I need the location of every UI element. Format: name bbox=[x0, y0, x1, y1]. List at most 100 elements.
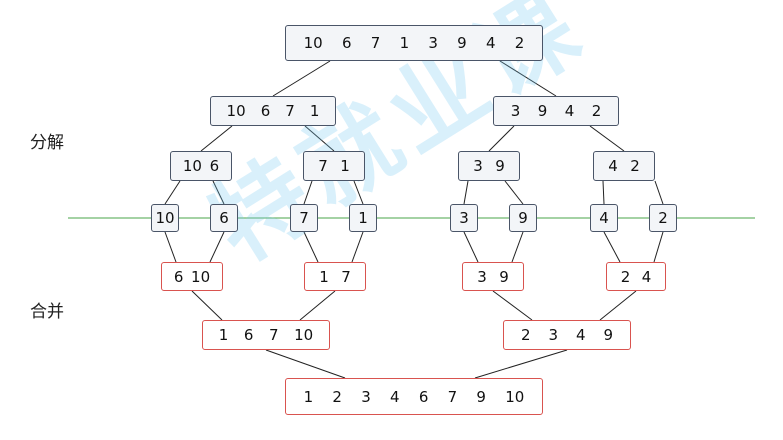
s3-array-box: 1 bbox=[349, 204, 377, 232]
array-value: 1 bbox=[319, 267, 329, 286]
array-value: 10 bbox=[191, 267, 211, 286]
array-value: 4 bbox=[390, 387, 400, 406]
split-connector bbox=[212, 180, 225, 205]
array-value: 7 bbox=[299, 209, 309, 227]
array-value: 3 bbox=[459, 209, 469, 227]
array-value: 6 bbox=[219, 209, 229, 227]
split-connector bbox=[303, 180, 313, 205]
split-phase-label: 分解 bbox=[30, 133, 64, 153]
array-value: 9 bbox=[495, 157, 505, 175]
array-value: 3 bbox=[548, 326, 559, 344]
array-value: 7 bbox=[285, 102, 295, 120]
split-connector bbox=[353, 180, 364, 205]
merge-connector bbox=[511, 231, 524, 263]
array-value: 3 bbox=[428, 34, 438, 52]
array-value: 6 bbox=[173, 267, 184, 286]
array-value: 2 bbox=[658, 209, 668, 227]
m1-array-box: 6 10 bbox=[161, 262, 223, 291]
split-connector bbox=[499, 60, 557, 97]
array-value: 4 bbox=[575, 326, 586, 344]
s3-array-box: 2 bbox=[649, 204, 677, 232]
array-value: 10 bbox=[303, 34, 323, 52]
array-value: 7 bbox=[341, 267, 351, 286]
array-value: 6 bbox=[260, 102, 271, 120]
merge-connector bbox=[299, 290, 336, 321]
s3-array-box: 9 bbox=[509, 204, 537, 232]
split-connector bbox=[463, 180, 469, 205]
split-connector bbox=[654, 180, 664, 205]
split-connector bbox=[164, 180, 181, 205]
array-value: 3 bbox=[477, 267, 487, 286]
array-value: 6 bbox=[243, 326, 254, 344]
merge-connector bbox=[603, 231, 621, 263]
merge-connector bbox=[303, 231, 319, 263]
merge-connector bbox=[191, 290, 223, 321]
merge-connector bbox=[351, 231, 364, 263]
array-value: 4 bbox=[485, 34, 496, 52]
array-value: 1 bbox=[358, 209, 368, 227]
array-value: 2 bbox=[332, 387, 342, 406]
split-connector bbox=[602, 180, 605, 205]
array-value: 2 bbox=[591, 102, 602, 120]
merge-phase-label: 合并 bbox=[30, 302, 64, 322]
merge-connector bbox=[463, 231, 479, 263]
merge-connector bbox=[164, 231, 177, 263]
array-value: 9 bbox=[537, 102, 548, 120]
array-value: 4 bbox=[641, 267, 652, 286]
array-value: 10 bbox=[294, 326, 314, 344]
array-value: 10 bbox=[505, 387, 525, 406]
array-value: 2 bbox=[620, 267, 631, 286]
s3-array-box: 4 bbox=[590, 204, 618, 232]
array-value: 7 bbox=[370, 34, 381, 52]
array-value: 10 bbox=[226, 102, 246, 120]
array-value: 9 bbox=[499, 267, 509, 286]
array-value: 2 bbox=[630, 157, 640, 175]
array-value: 9 bbox=[457, 34, 467, 52]
array-value: 1 bbox=[399, 34, 410, 52]
split-connector bbox=[488, 125, 515, 152]
array-value: 2 bbox=[520, 326, 531, 344]
array-value: 1 bbox=[340, 157, 350, 175]
s3-array-box: 3 bbox=[450, 204, 478, 232]
array-value: 9 bbox=[476, 387, 486, 406]
array-value: 1 bbox=[309, 102, 320, 120]
merge-connector bbox=[653, 231, 664, 263]
array-value: 1 bbox=[303, 387, 314, 406]
array-value: 6 bbox=[418, 387, 429, 406]
array-value: 4 bbox=[599, 209, 609, 227]
merge-connector bbox=[209, 231, 225, 263]
array-value: 2 bbox=[514, 34, 525, 52]
array-value: 10 bbox=[182, 157, 202, 175]
array-value: 9 bbox=[518, 209, 528, 227]
array-value: 6 bbox=[341, 34, 352, 52]
s3-array-box: 7 bbox=[290, 204, 318, 232]
array-value: 10 bbox=[155, 209, 175, 227]
s3-array-box: 6 bbox=[210, 204, 238, 232]
merge-connector bbox=[599, 290, 637, 321]
array-value: 3 bbox=[361, 387, 371, 406]
array-value: 7 bbox=[318, 157, 328, 175]
array-value: 7 bbox=[447, 387, 458, 406]
split-connector bbox=[304, 125, 335, 152]
merge-connector bbox=[474, 349, 568, 379]
array-value: 3 bbox=[473, 157, 483, 175]
array-value: 1 bbox=[218, 326, 229, 344]
array-value: 4 bbox=[564, 102, 575, 120]
split-connector bbox=[589, 125, 625, 152]
split-connector bbox=[272, 60, 331, 97]
split-connector bbox=[504, 180, 524, 205]
array-value: 4 bbox=[608, 157, 618, 175]
array-value: 9 bbox=[603, 326, 614, 344]
